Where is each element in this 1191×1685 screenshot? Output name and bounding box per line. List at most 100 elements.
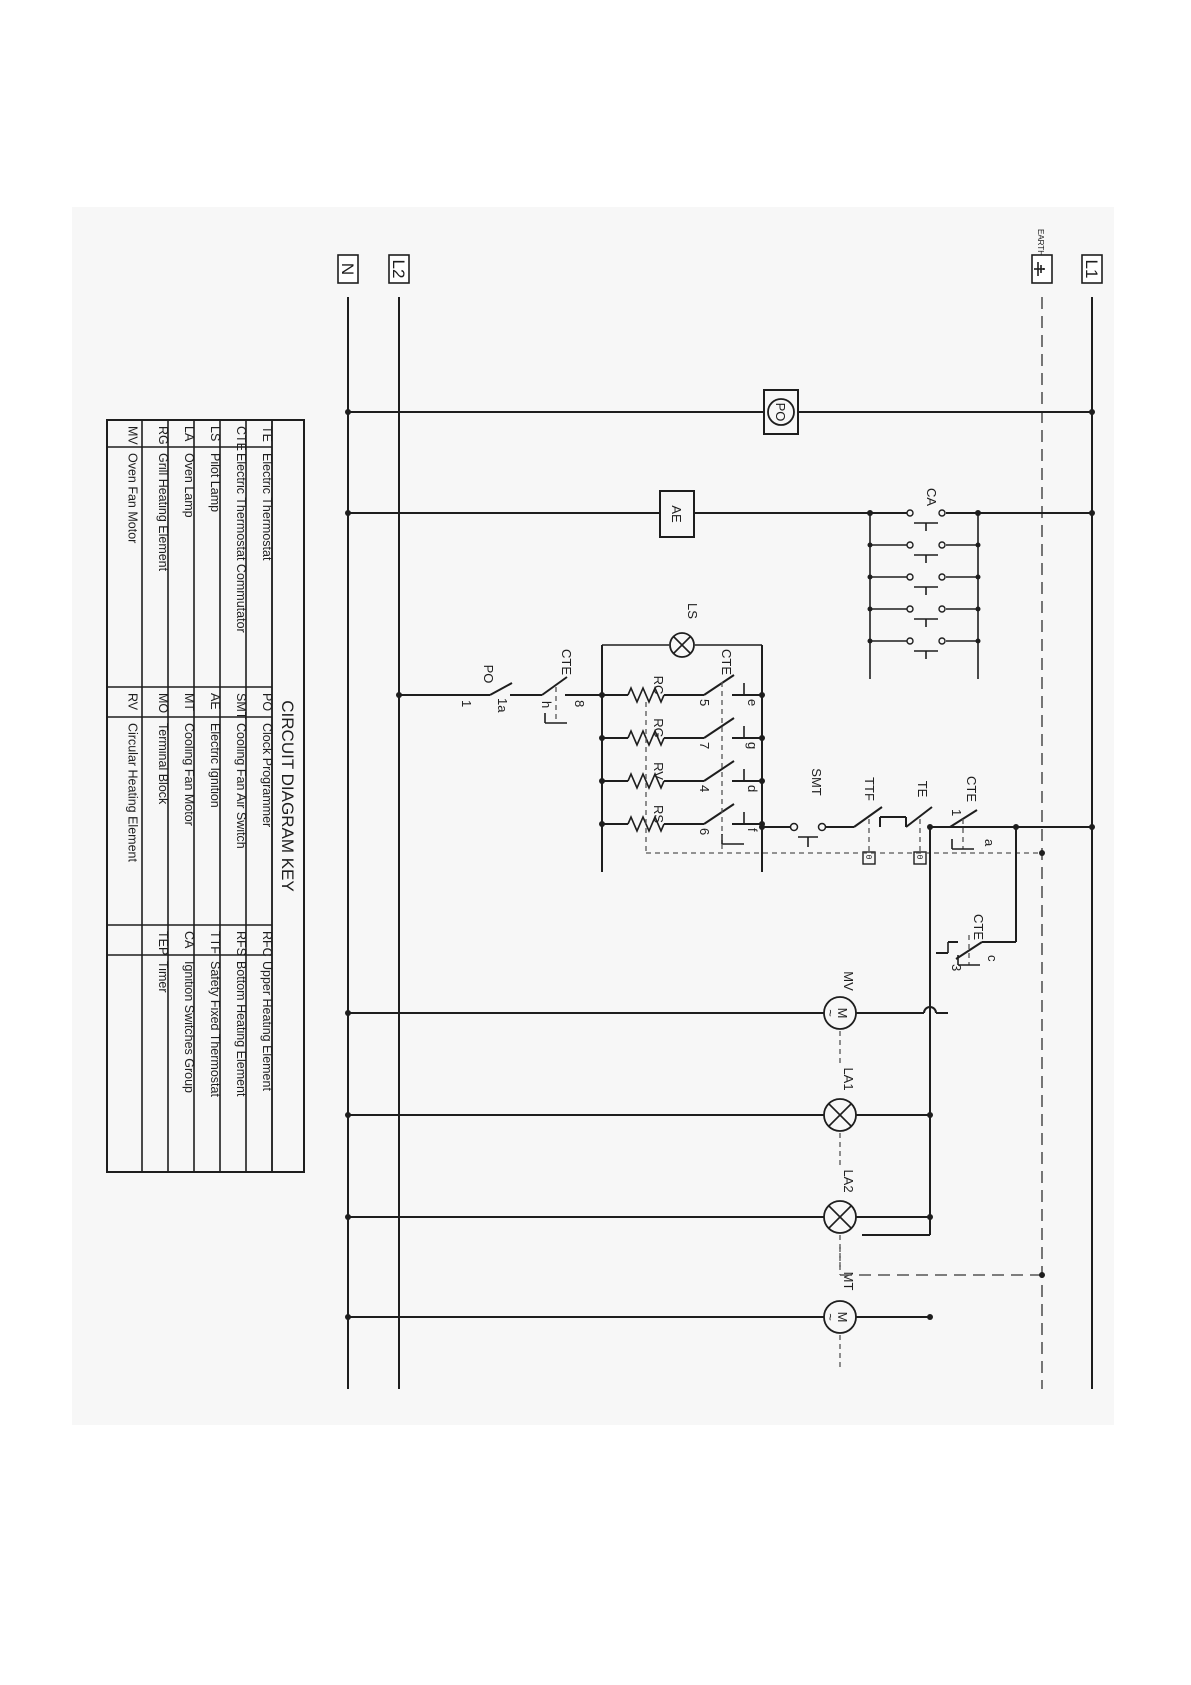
key-description: Electric Thermostat Commutator [234, 453, 248, 633]
key-description: Timer [156, 961, 170, 992]
earth-icon [1034, 262, 1045, 276]
svg-text:CTE: CTE [971, 914, 986, 940]
key-description: Electric Thermostat [260, 453, 274, 561]
key-code: AE [208, 693, 222, 710]
svg-text:6: 6 [697, 828, 712, 835]
svg-text:d: d [745, 785, 760, 792]
svg-text:CA: CA [924, 488, 939, 506]
svg-text:LA1: LA1 [841, 1067, 856, 1090]
svg-text:SMT: SMT [809, 768, 824, 796]
svg-text:g: g [745, 742, 760, 749]
key-code: TTF [208, 931, 222, 954]
svg-text:TE: TE [915, 781, 930, 798]
key-description: Circular Heating Element [126, 723, 140, 862]
key-description: Pilot Lamp [208, 453, 222, 512]
key-description: Electric Ignition [208, 723, 222, 808]
rail-earth: EARTH [1031, 229, 1053, 1389]
svg-text:LS: LS [685, 603, 700, 619]
svg-text:f: f [745, 828, 760, 832]
key-description: Safety Fixed Thermostat [208, 961, 222, 1097]
svg-text:1a: 1a [495, 698, 510, 713]
key-description: Cooling Fan Air Switch [234, 723, 248, 849]
key-code: MT [182, 693, 196, 711]
key-description: Upper Heating Element [260, 961, 274, 1091]
rail-n: N [337, 254, 359, 1389]
circuit-diagram-key: CIRCUIT DIAGRAM KEY TE Electric Thermostat… [72, 207, 305, 1173]
key-description: Terminal Block [156, 723, 170, 805]
oven-lamp: LA2 [345, 1169, 933, 1267]
electric-ignition: AE [345, 490, 1095, 538]
key-code: TEP [156, 931, 170, 955]
key-code: N [72, 207, 81, 210]
svg-text:TTF: TTF [862, 777, 877, 801]
key-code: RFS [234, 931, 248, 956]
key-code: LS [208, 426, 222, 441]
thermostat-branch: SMT θ TTF θ TE CTE a 1 [759, 768, 1095, 865]
key-description: Ignition Switches Group [182, 961, 196, 1093]
svg-text:7: 7 [697, 742, 712, 749]
key-title: CIRCUIT DIAGRAM KEY [278, 700, 297, 891]
svg-text:RC: RC [651, 676, 666, 695]
svg-text:~: ~ [823, 1009, 838, 1017]
key-description: Phase [72, 207, 107, 210]
svg-text:CTE: CTE [964, 776, 979, 802]
svg-text:8: 8 [572, 700, 587, 707]
key-description: Grill Heating Element [156, 453, 170, 572]
key-code: CTE [234, 426, 248, 451]
svg-text:θ: θ [915, 855, 924, 860]
svg-text:1: 1 [459, 700, 474, 707]
svg-text:RV: RV [651, 762, 666, 780]
heating-elements-block: LS RC e 5RG g 7RV d 4RS f 6 CTE CTE h 8 PO 1a 1 [396, 603, 1045, 872]
svg-text:c: c [985, 955, 1000, 962]
svg-text:AE: AE [669, 505, 684, 523]
svg-text:θ: θ [864, 855, 873, 860]
svg-text:L2: L2 [389, 260, 408, 279]
key-description: Oven Lamp [182, 453, 196, 518]
key-description: Oven Fan Motor [126, 453, 140, 543]
rail-l2: L2 [388, 254, 410, 1389]
svg-text:4: 4 [697, 785, 712, 792]
diagram-sheet: L1 EARTH L2 N PO AE [72, 207, 1114, 1425]
key-code: RFC [260, 931, 274, 957]
svg-text:h: h [539, 701, 554, 708]
svg-text:MT: MT [841, 1272, 856, 1291]
svg-text:L1: L1 [1082, 260, 1101, 279]
key-code: SMT [234, 693, 248, 720]
key-code: L [72, 207, 79, 210]
key-code: PO [260, 693, 274, 711]
heater-row: RV d 4 [599, 760, 765, 792]
svg-text:N: N [338, 263, 357, 275]
key-code: MV [126, 426, 140, 445]
svg-text:CTE: CTE [559, 649, 574, 675]
key-code: TE [260, 426, 274, 442]
key-description: Bottom Heating Element [234, 961, 248, 1097]
heater-row: RG g 7 [599, 717, 765, 749]
key-code: CA [182, 931, 196, 949]
clock-programmer: PO [345, 389, 1095, 435]
svg-text:e: e [745, 699, 760, 706]
rail-l1: L1 [1081, 254, 1103, 1389]
heater-row: RC e 5 [599, 674, 765, 706]
ca-switch [867, 505, 981, 531]
fan-motor: M~MV [345, 971, 948, 1063]
svg-text:LA2: LA2 [841, 1169, 856, 1192]
circuit-diagram: L1 EARTH L2 N PO AE [72, 207, 1103, 1389]
pilot-lamp: LS [669, 603, 700, 658]
svg-text:1: 1 [949, 809, 964, 816]
key-code: LA [182, 426, 196, 442]
svg-text:~: ~ [823, 1313, 838, 1321]
svg-text:PO: PO [481, 665, 496, 684]
svg-text:5: 5 [697, 699, 712, 706]
key-code: RG [156, 426, 170, 445]
svg-text:3: 3 [949, 964, 964, 971]
ca-switch [867, 605, 981, 627]
fan-motor: M~ MT [345, 1272, 933, 1367]
motor-icon: M [835, 1312, 850, 1323]
svg-text:CTE: CTE [719, 649, 734, 675]
ca-switch [867, 573, 981, 595]
key-description: Clock Programmer [260, 723, 274, 827]
svg-text:RG: RG [651, 718, 666, 738]
svg-text:RS: RS [651, 805, 666, 823]
key-code: RV [126, 693, 140, 711]
